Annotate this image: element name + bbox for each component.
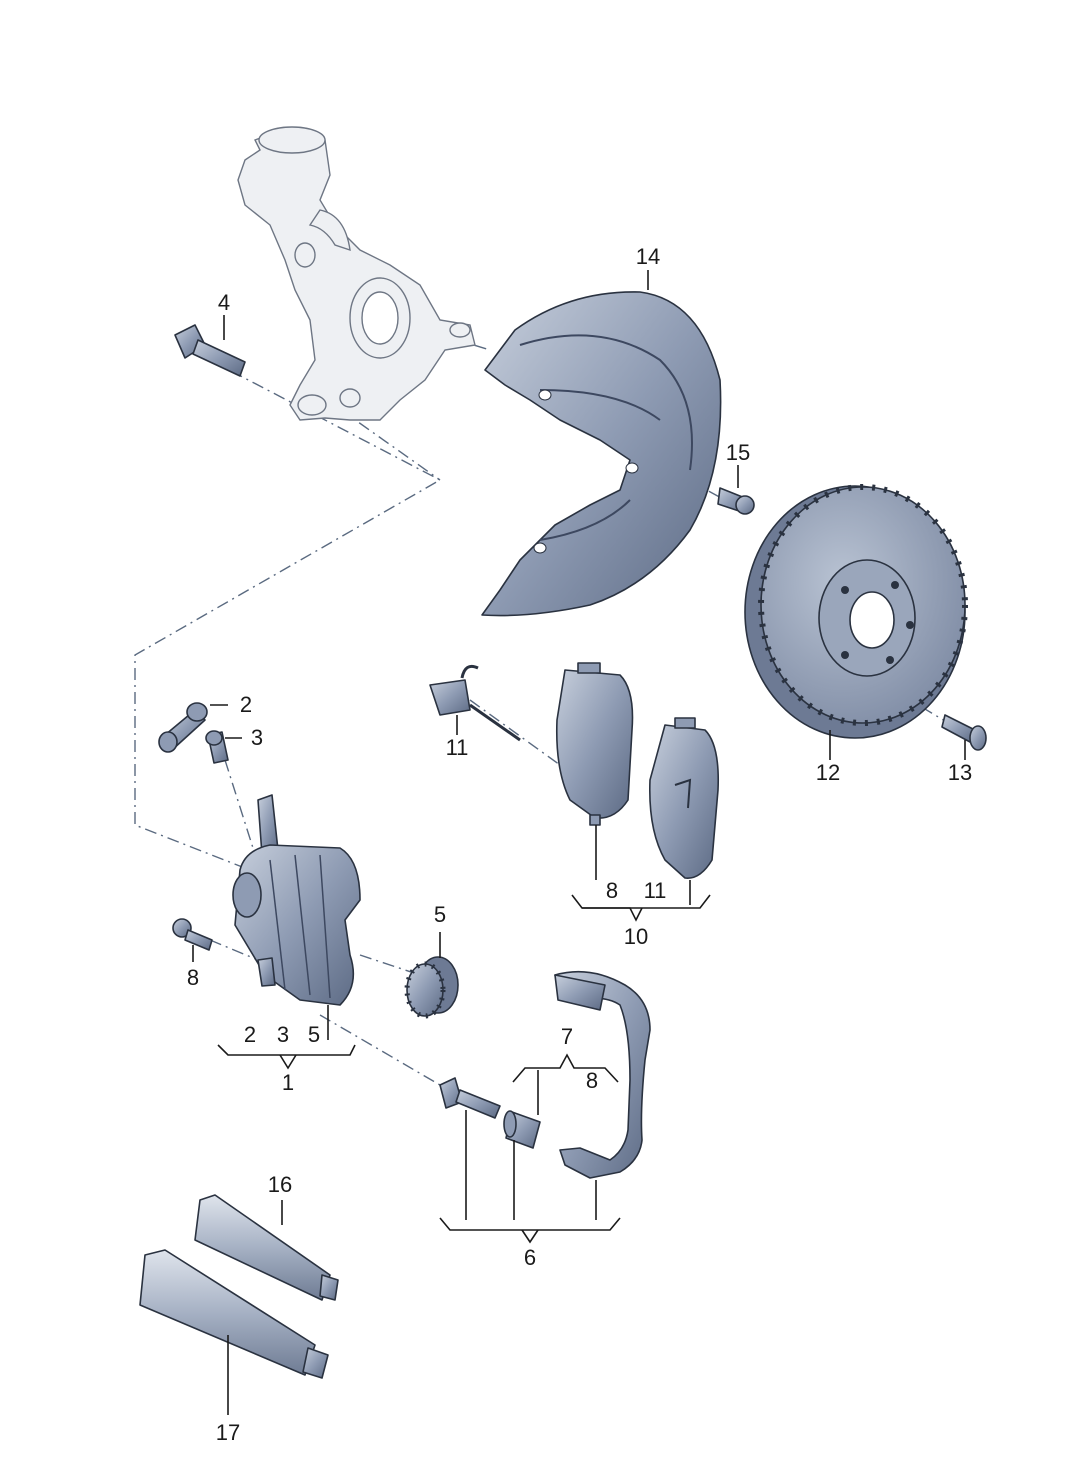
callout-2: 2	[240, 692, 252, 717]
callout-8-pad: 8	[606, 878, 618, 903]
caliper-bolt	[172, 918, 213, 951]
callout-2-group: 2	[244, 1022, 256, 1047]
grease-tube-small	[194, 1194, 339, 1301]
callout-5-piston: 5	[434, 902, 446, 927]
knuckle-bolt	[174, 324, 246, 377]
callout-8-bolt: 8	[187, 965, 199, 990]
shield-screw	[717, 487, 755, 515]
callout-10: 10	[624, 924, 648, 949]
wear-sensor	[429, 664, 521, 742]
callout-6: 6	[524, 1245, 536, 1270]
leader-lines	[192, 270, 966, 1415]
brake-pad-inner	[555, 662, 634, 826]
callout-1: 1	[282, 1070, 294, 1095]
bleed-cap	[158, 702, 208, 753]
callout-7: 7	[561, 1024, 573, 1049]
callout-3-group: 3	[277, 1022, 289, 1047]
brake-disc	[744, 484, 968, 739]
disc-screw	[941, 714, 987, 751]
grease-tube-large	[139, 1249, 329, 1379]
steering-knuckle	[237, 126, 476, 421]
callout-15: 15	[726, 440, 750, 465]
guide-bushing	[503, 1110, 541, 1149]
callout-13: 13	[948, 760, 972, 785]
callout-12: 12	[816, 760, 840, 785]
callout-5-group: 5	[308, 1022, 320, 1047]
bleed-screw	[205, 730, 229, 764]
callout-16: 16	[268, 1172, 292, 1197]
callout-11-pad: 11	[644, 878, 667, 903]
callout-14: 14	[636, 244, 660, 269]
brake-caliper	[232, 794, 361, 1006]
callout-3: 3	[251, 725, 263, 750]
callout-labels: 4 14 15 2 3 11 12 13 8 11 10 5 8 2 3 5 1…	[187, 244, 972, 1445]
callout-17: 17	[216, 1420, 240, 1445]
callout-11-sensor: 11	[446, 735, 469, 760]
guide-pin	[439, 1077, 501, 1119]
callout-4: 4	[218, 290, 230, 315]
brake-pad-outer	[648, 717, 720, 879]
brake-dust-shield	[481, 291, 722, 617]
callout-8-spring: 8	[586, 1068, 598, 1093]
caliper-piston	[404, 956, 459, 1019]
anti-rattle-spring	[554, 970, 651, 1179]
